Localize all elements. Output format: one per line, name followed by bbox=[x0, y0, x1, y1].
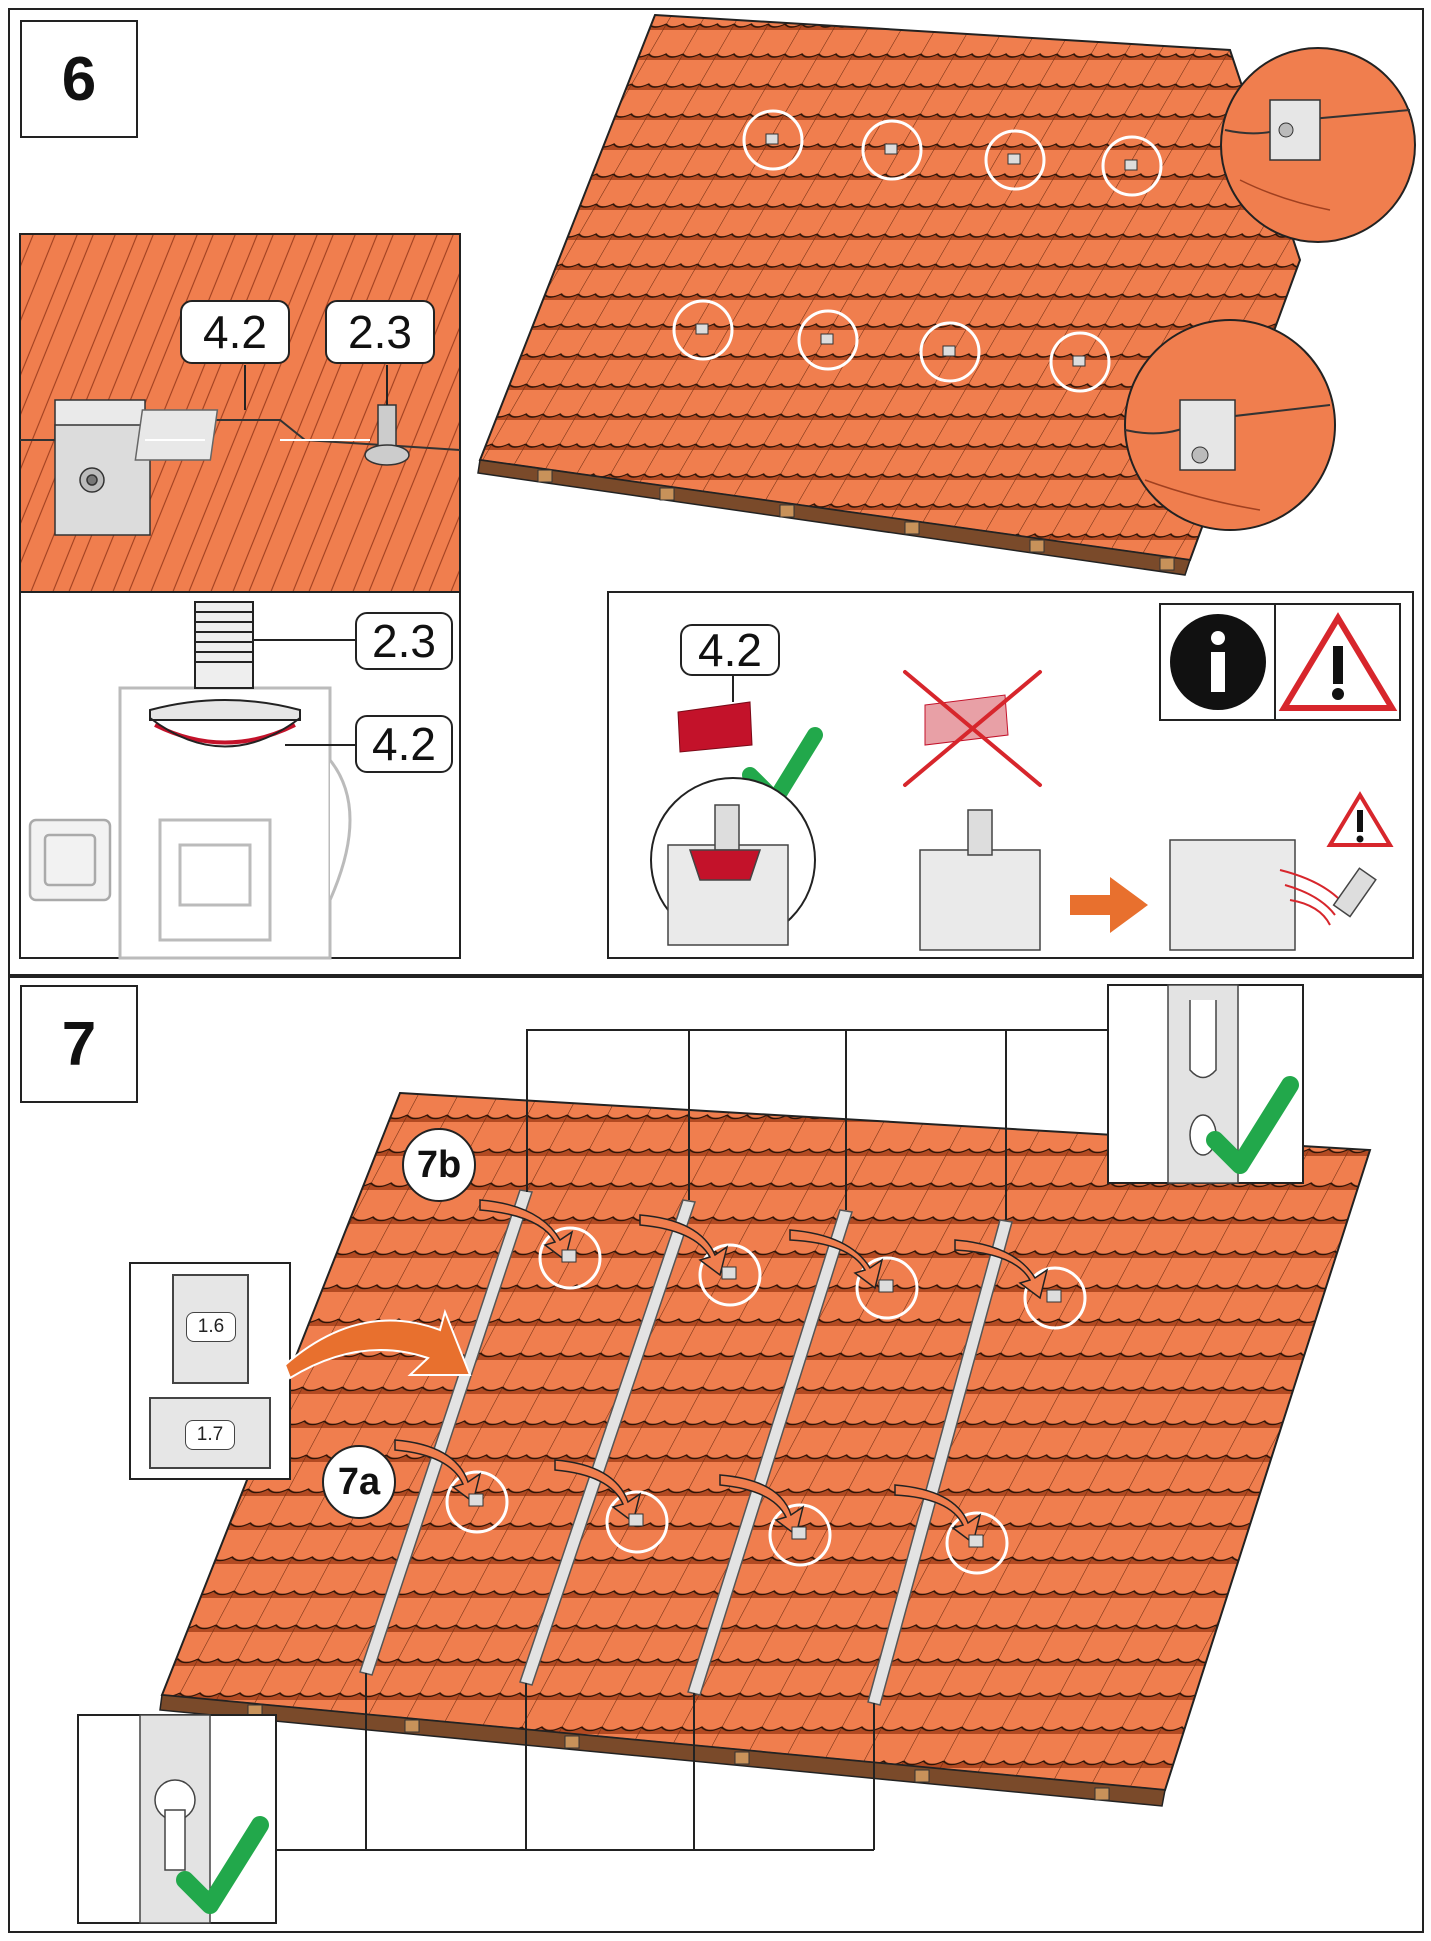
detail-washer bbox=[134, 409, 219, 461]
check-mark-icon-top bbox=[1206, 1076, 1299, 1174]
callout-bolt-detail: 2.3 bbox=[325, 300, 435, 364]
label-7b: 7b bbox=[402, 1128, 476, 1202]
part-label-long: 1.7 bbox=[185, 1420, 235, 1450]
roof-step7 bbox=[160, 1091, 1372, 1792]
connector-lines-bottom bbox=[275, 1673, 875, 1851]
section-bracket bbox=[118, 686, 352, 960]
arrow-right-icon bbox=[1070, 877, 1148, 933]
zoom-detail-bottom bbox=[1124, 319, 1336, 531]
zoom-detail-top bbox=[1220, 47, 1416, 243]
parts-arrow bbox=[283, 1308, 472, 1380]
info-icon bbox=[1170, 614, 1266, 710]
roof-hook-marks bbox=[695, 133, 1138, 367]
part-label-short: 1.6 bbox=[186, 1312, 236, 1342]
warning-small-icon bbox=[1326, 791, 1394, 847]
warning-triangle-icon bbox=[1278, 612, 1398, 711]
arrow-7b bbox=[479, 1199, 1049, 1300]
check-mark-icon-bottom bbox=[176, 1816, 269, 1914]
detail-bolt bbox=[364, 404, 410, 466]
label-7a: 7a bbox=[322, 1445, 396, 1519]
cross-mark-icon bbox=[903, 670, 1042, 787]
step-7-number: 7 bbox=[20, 985, 138, 1103]
mounting-rails bbox=[359, 1189, 1013, 1706]
callout-washer-section: 4.2 bbox=[355, 715, 453, 773]
hook-position-markers bbox=[672, 109, 1163, 393]
arrow-7a bbox=[394, 1439, 982, 1545]
correct-assembly bbox=[667, 804, 789, 946]
callout-washer-info: 4.2 bbox=[680, 624, 780, 676]
roof-battens bbox=[537, 469, 1175, 571]
washer-red-piece bbox=[677, 701, 753, 753]
roof-eave-step6 bbox=[477, 459, 1191, 576]
incorrect-assembly bbox=[919, 809, 1041, 951]
roof-battens-step7 bbox=[247, 1704, 1110, 1801]
detail-hook bbox=[54, 399, 151, 536]
roof-hooks-step7 bbox=[468, 1249, 1062, 1548]
section-nut bbox=[28, 818, 112, 902]
hook-markers-7a bbox=[445, 1470, 1009, 1575]
step-6-number: 6 bbox=[20, 20, 138, 138]
connector-lines-top bbox=[526, 1029, 1110, 1220]
failure-result bbox=[1169, 839, 1377, 951]
hook-markers-7b bbox=[538, 1226, 1087, 1330]
callout-washer-detail: 4.2 bbox=[180, 300, 290, 364]
callout-bolt-section: 2.3 bbox=[355, 612, 453, 670]
section-bolt bbox=[149, 601, 301, 748]
